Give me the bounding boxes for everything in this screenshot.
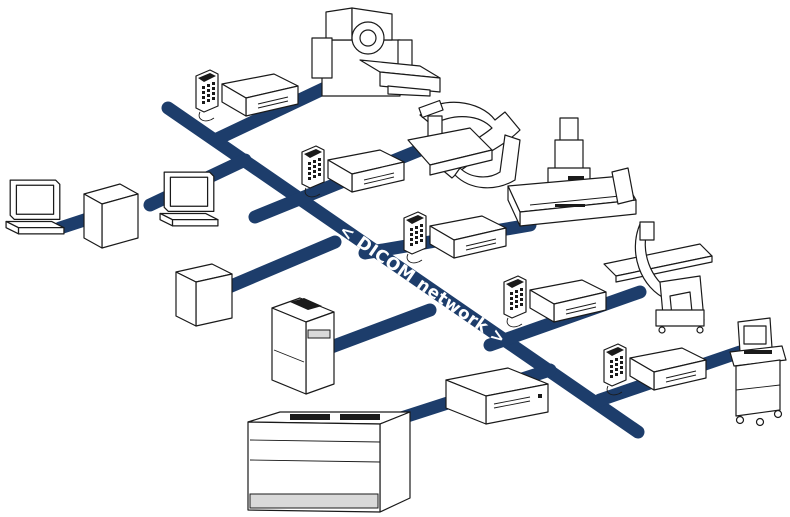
monitor-workstation-icon[interactable]	[5, 179, 65, 235]
laser-imager-icon[interactable]	[247, 411, 411, 513]
server-tower-icon[interactable]	[83, 183, 139, 249]
storage-box-icon[interactable]	[175, 263, 233, 327]
monitor-workstation-icon-center[interactable]	[159, 171, 219, 227]
x-ray-table-icon[interactable]	[507, 117, 637, 227]
ultrasound-cart-icon[interactable]	[729, 317, 787, 427]
mobile-c-arm-icon[interactable]	[603, 221, 713, 334]
storage-box-icon-bottom[interactable]	[445, 367, 549, 425]
film-digitizer-icon[interactable]	[271, 297, 335, 395]
c-arm-icon[interactable]	[407, 99, 521, 189]
dicom-gateway-icon-3[interactable]	[403, 211, 507, 264]
dicom-gateway-icon-4[interactable]	[503, 275, 607, 328]
ct-scanner-icon[interactable]	[311, 7, 441, 97]
branch-ct	[208, 81, 332, 147]
